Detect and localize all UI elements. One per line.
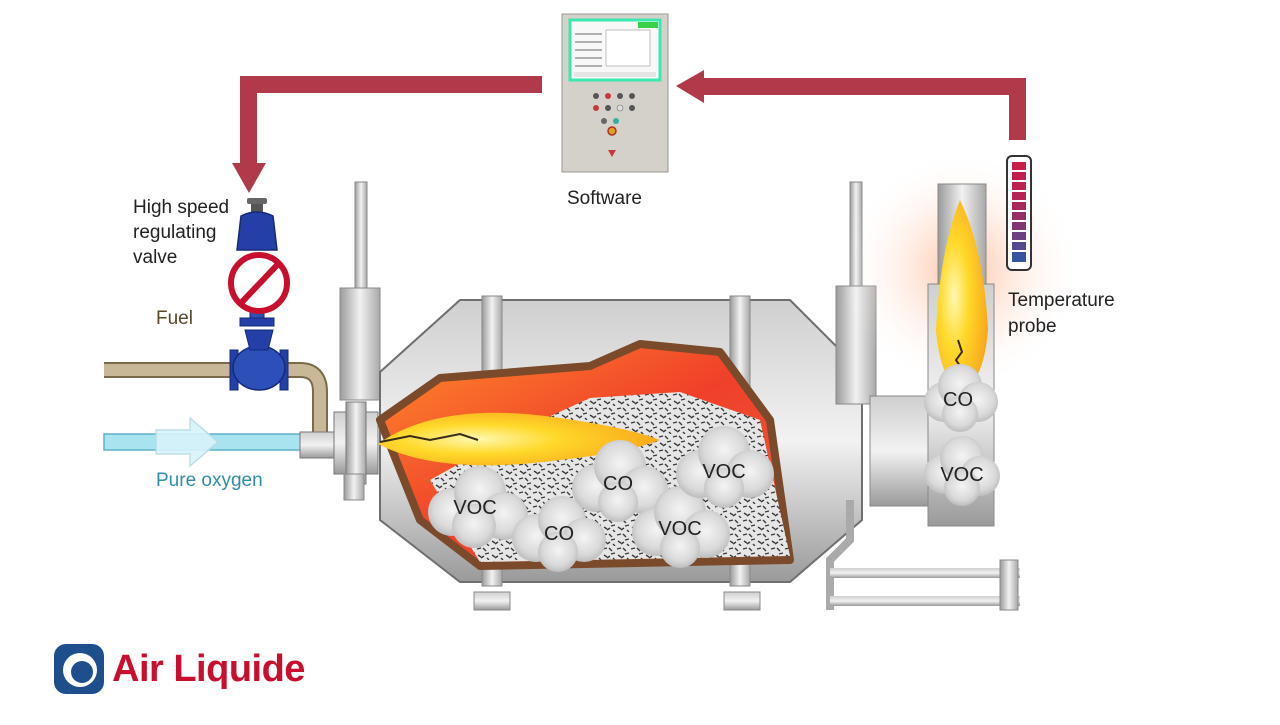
cloud-label-co-lower: CO — [544, 523, 574, 545]
valve-label-line1: High speed — [133, 197, 230, 218]
probe-label-line1: Temperature — [1008, 290, 1115, 311]
temperature-probe — [1006, 155, 1032, 271]
cloud-label-voc-left: VOC — [453, 497, 496, 519]
valve-label-line2: regulating — [133, 222, 217, 243]
cloud-co-exhaust: CO — [924, 364, 998, 432]
control-panel — [561, 13, 669, 173]
cloud-label-voc-exhaust: VOC — [940, 464, 983, 486]
cloud-label-voc-top: VOC — [702, 461, 745, 483]
air-liquide-logo-icon — [54, 644, 104, 694]
cloud-voc-top: VOC — [676, 426, 774, 508]
software-label: Software — [567, 188, 642, 209]
left-support — [339, 181, 381, 501]
feedback-arrow-left — [232, 76, 542, 193]
oxygen-flow-arrow — [155, 416, 220, 468]
cloud-label-voc-mid: VOC — [658, 518, 701, 540]
cloud-voc-exhaust: VOC — [924, 436, 1000, 506]
valve-label-line3: valve — [133, 247, 178, 268]
feedback-arrow-right — [676, 70, 1026, 140]
burner — [299, 401, 379, 485]
oxygen-label: Pure oxygen — [156, 470, 263, 491]
fuel-label: Fuel — [156, 308, 193, 329]
cloud-co-lower: CO — [512, 496, 606, 572]
regulating-valve — [229, 198, 289, 391]
cloud-label-co-exhaust: CO — [943, 389, 973, 411]
cloud-co-mid: CO — [572, 440, 668, 522]
air-liquide-logo-text: Air Liquide — [112, 648, 305, 690]
prohibited-icon — [228, 252, 290, 314]
probe-label-line2: probe — [1008, 316, 1057, 337]
cloud-label-co-mid: CO — [603, 473, 633, 495]
cloud-voc-mid: VOC — [632, 486, 730, 568]
